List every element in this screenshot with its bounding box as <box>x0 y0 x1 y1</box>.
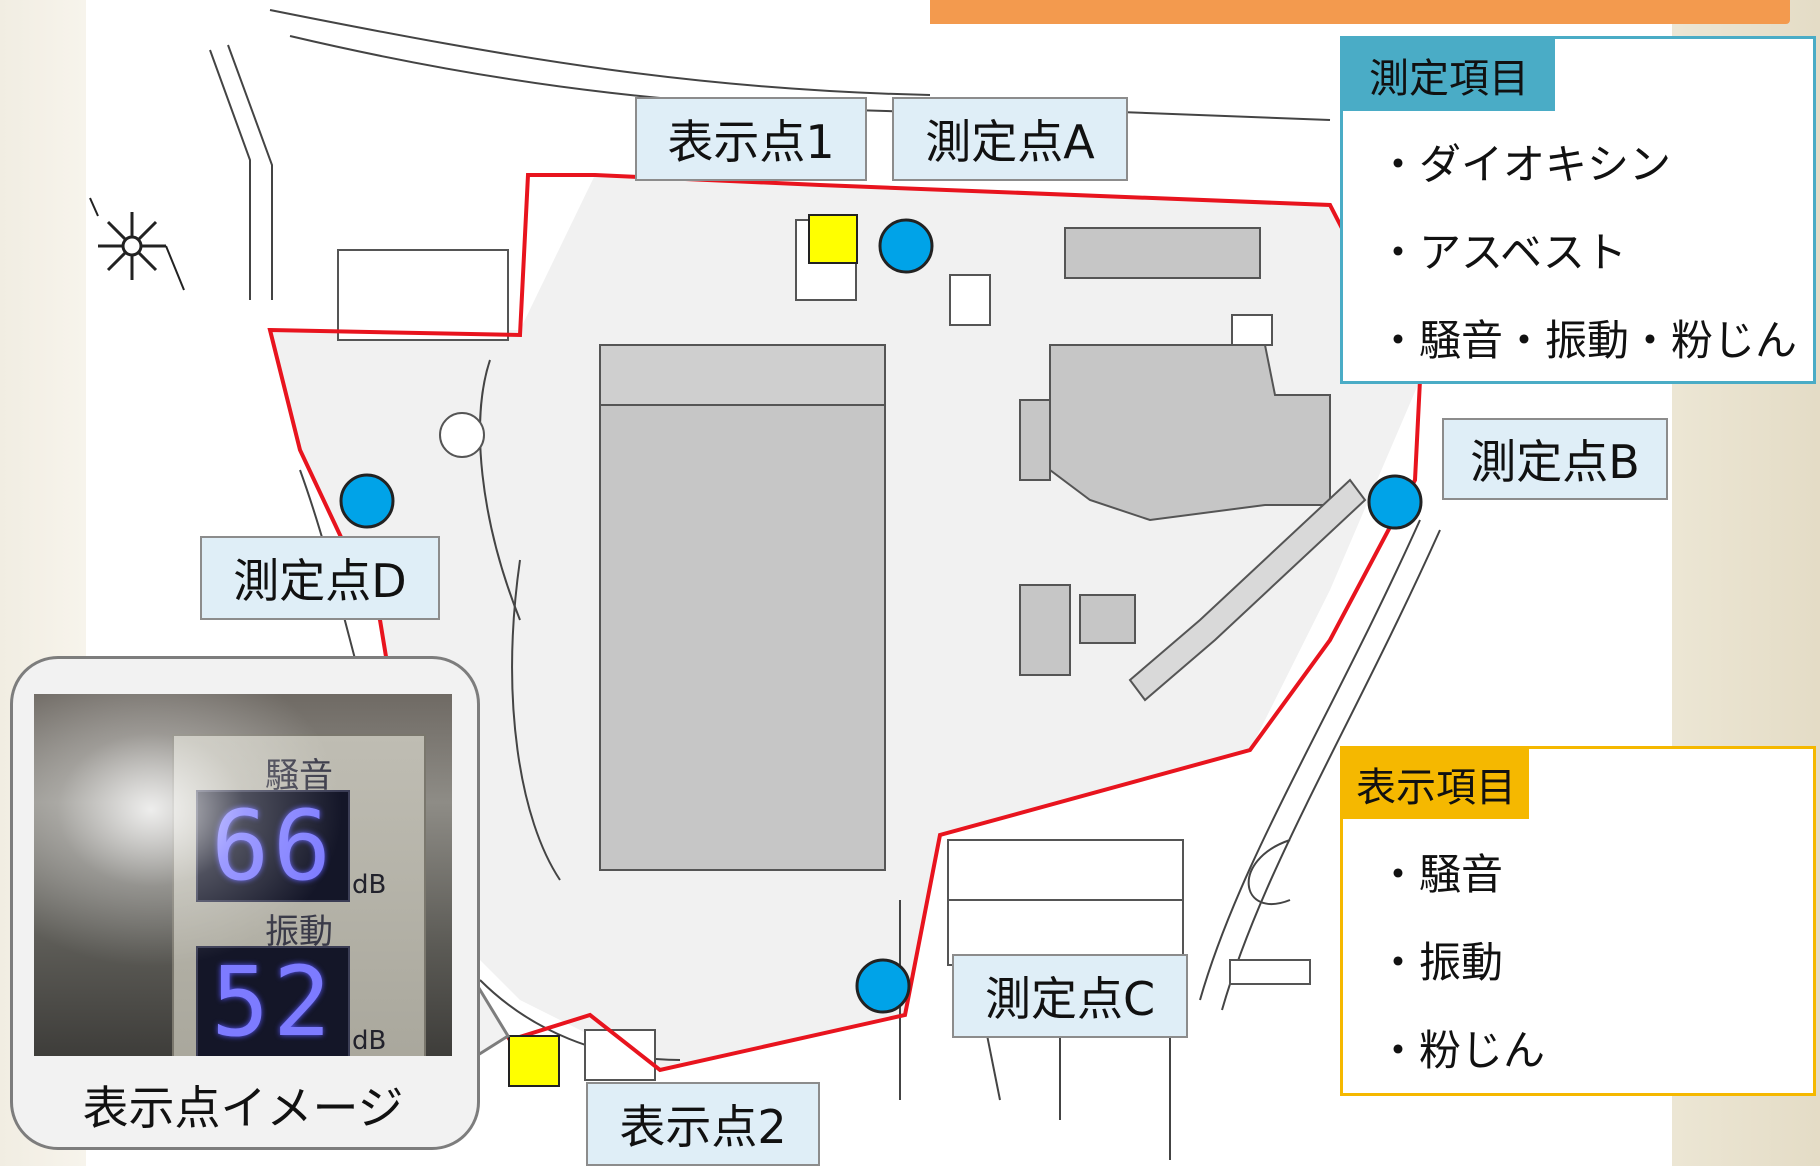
measure-point-a-label: 測定点A <box>892 97 1128 181</box>
display-point-1-marker <box>808 214 858 264</box>
display-item-3: ・粉じん <box>1377 1026 1546 1075</box>
measure-point-d-marker <box>339 473 395 529</box>
top-accent-bar <box>930 0 1790 24</box>
measure-point-a-marker <box>878 218 934 274</box>
measurement-item-2: ・アスベスト <box>1377 228 1627 277</box>
display-point-2-marker <box>508 1035 560 1087</box>
measurement-items-title: 測定項目 <box>1343 39 1555 111</box>
ramp <box>1128 478 1367 702</box>
display-item-1: ・騒音 <box>1377 850 1504 899</box>
small-building-2 <box>1079 594 1136 644</box>
measure-point-b-label: 測定点B <box>1442 418 1668 500</box>
small-structure-4 <box>1229 959 1311 985</box>
north-west-block <box>337 249 509 341</box>
measurement-item-1: ・ダイオキシン <box>1377 140 1672 189</box>
display-items-panel: 表示項目 ・騒音 ・振動 ・粉じん <box>1340 746 1816 1096</box>
main-building-roof-strip <box>599 344 886 406</box>
small-building-1 <box>1019 584 1071 676</box>
small-structure-2 <box>1231 314 1273 346</box>
small-building-3 <box>1019 399 1051 481</box>
east-building <box>1049 344 1331 522</box>
round-structure <box>439 412 485 458</box>
compass-rose-icon <box>89 197 185 291</box>
south-east-block <box>947 839 1184 966</box>
main-building <box>599 344 886 871</box>
small-structure-1 <box>949 274 991 326</box>
measure-point-b-marker <box>1367 474 1423 530</box>
measure-point-c-label: 測定点C <box>952 954 1188 1038</box>
display-point-1-label: 表示点1 <box>635 97 867 181</box>
buildings <box>599 227 1331 871</box>
north-east-building <box>1064 227 1261 279</box>
measure-point-c-marker <box>855 958 911 1014</box>
display-board-photo: 騒音 66 dB 振動 52 dB <box>34 694 452 1056</box>
measurement-item-3: ・騒音・振動・粉じん <box>1377 316 1798 365</box>
display-item-2: ・振動 <box>1377 938 1504 987</box>
photo-glare <box>34 694 452 1056</box>
measurement-items-panel: 測定項目 ・ダイオキシン ・アスベスト ・騒音・振動・粉じん <box>1340 36 1816 384</box>
display-items-title: 表示項目 <box>1343 749 1529 819</box>
display-image-caption: 表示点イメージ <box>82 1081 404 1135</box>
display-point-2-label: 表示点2 <box>586 1082 820 1166</box>
measure-point-d-label: 測定点D <box>200 536 440 620</box>
